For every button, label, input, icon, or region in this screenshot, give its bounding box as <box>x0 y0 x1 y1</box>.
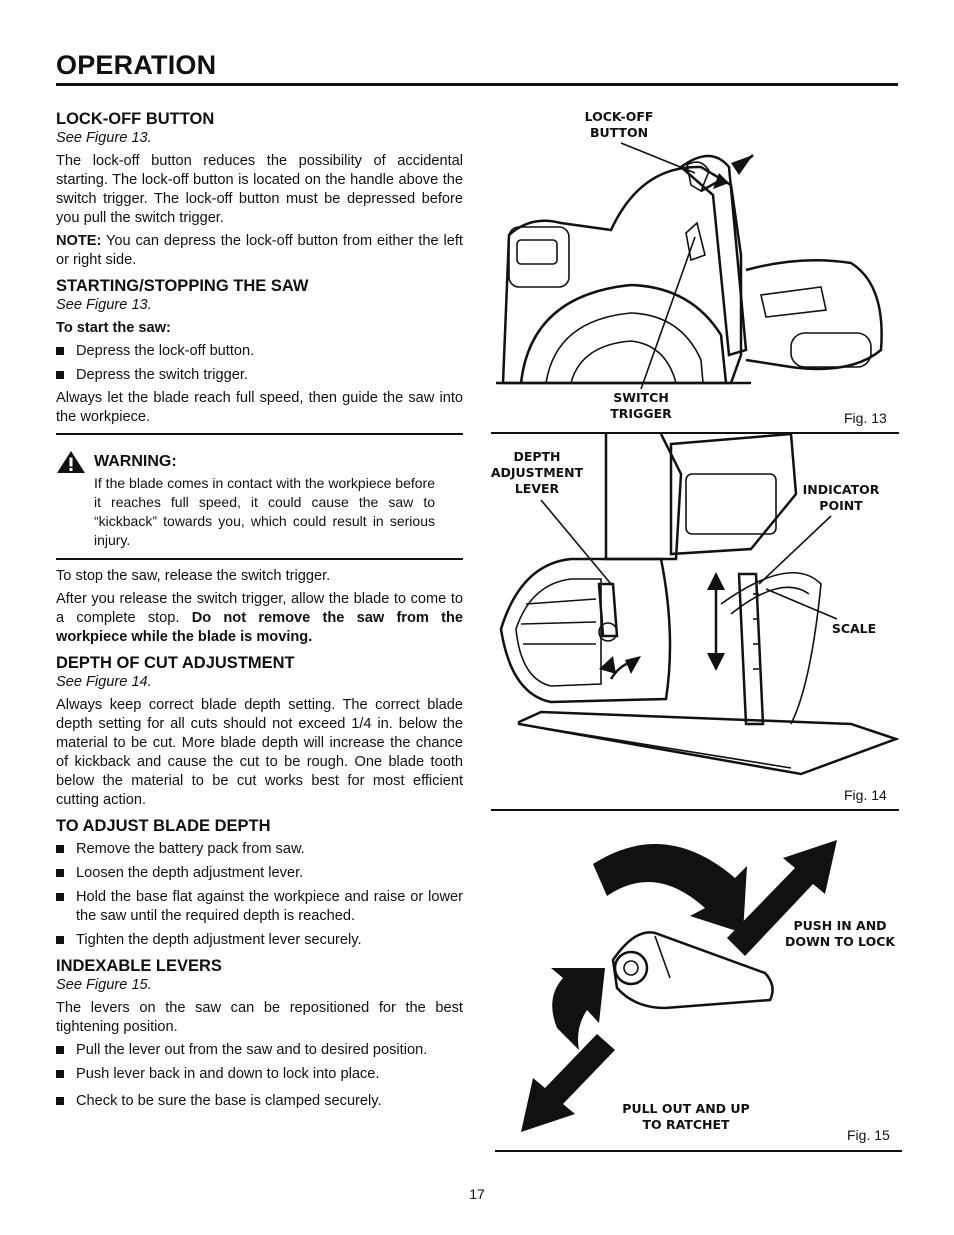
note-text: You can depress the lock-off button from… <box>56 233 463 268</box>
index-bullets: Pull the lever out from the saw and to d… <box>56 1041 463 1084</box>
list-item: Push lever back in and down to lock into… <box>56 1065 463 1084</box>
lockoff-see-figure: See Figure 13. <box>56 130 152 146</box>
list-item: Tighten the depth adjustment lever secur… <box>56 931 463 950</box>
warning-label: WARNING: <box>94 453 177 470</box>
figure-13: LOCK-OFF BUTTON SWITCH TRIGGER Fig. 13 <box>491 105 899 435</box>
warning-top-rule <box>56 433 463 435</box>
depth-body: Always keep correct blade depth setting.… <box>56 697 463 808</box>
startstop-body: Always let the blade reach full speed, t… <box>56 390 463 425</box>
fig14-caption: Fig. 14 <box>844 787 887 803</box>
warning-text: If the blade comes in contact with the w… <box>94 475 435 548</box>
startstop-see-figure: See Figure 13. <box>56 297 152 313</box>
lockoff-body: The lock-off button reduces the possibil… <box>56 153 463 226</box>
warning-triangle-icon <box>57 451 85 473</box>
start-bullets: Depress the lock-off button. Depress the… <box>56 342 463 385</box>
lockoff-button-label: LOCK-OFF BUTTON <box>584 109 654 140</box>
stop-bold-text: Do not remove the saw from the workpiece… <box>56 610 464 645</box>
stop-paragraph: After you release the switch trigger, al… <box>56 590 463 647</box>
list-item: Depress the lock-off button. <box>56 342 463 361</box>
list-item: Hold the base flat against the workpiece… <box>56 888 463 926</box>
index-see-figure: See Figure 15. <box>56 977 152 993</box>
figure-14: DEPTH ADJUSTMENT LEVER INDICATOR POINT S… <box>491 432 900 810</box>
index-body: The levers on the saw can be repositione… <box>56 1000 463 1035</box>
list-item: Check to be sure the base is clamped sec… <box>56 1092 463 1111</box>
index-last-bullet: Check to be sure the base is clamped sec… <box>56 1092 463 1111</box>
page-title: OPERATION <box>56 50 217 80</box>
list-item: Depress the switch trigger. <box>56 366 463 385</box>
warning-bottom-rule <box>56 558 463 560</box>
saw-top-illustration <box>496 142 883 390</box>
depth-adjustment-lever-label: DEPTH ADJUSTMENT LEVER <box>490 449 584 496</box>
title-divider <box>56 83 898 86</box>
fig13-caption: Fig. 13 <box>844 410 887 426</box>
adjust-heading: TO ADJUST BLADE DEPTH <box>56 817 271 835</box>
indicator-point-label: INDICATOR POINT <box>802 482 880 513</box>
left-column-bottom: To stop the saw, release the switch trig… <box>56 567 463 1111</box>
left-column-top: LOCK-OFF BUTTON See Figure 13. The lock-… <box>56 109 463 427</box>
stop-text: After you release the switch trigger, al… <box>56 591 463 626</box>
figure-15: PUSH IN AND DOWN TO LOCK PULL OUT AND UP… <box>495 818 903 1148</box>
push-in-label: PUSH IN AND DOWN TO LOCK <box>784 918 896 949</box>
list-item: Pull the lever out from the saw and to d… <box>56 1041 463 1060</box>
lockoff-heading: LOCK-OFF BUTTON <box>56 110 215 128</box>
note-label: NOTE: <box>56 233 102 249</box>
index-heading: INDEXABLE LEVERS <box>56 957 222 975</box>
lockoff-note: NOTE: You can depress the lock-off butto… <box>56 232 463 270</box>
fig14-bottom-rule <box>491 809 899 811</box>
list-item: Remove the battery pack from saw. <box>56 840 463 859</box>
startstop-heading: STARTING/STOPPING THE SAW <box>56 277 309 295</box>
depth-heading: DEPTH OF CUT ADJUSTMENT <box>56 654 295 672</box>
fig15-bottom-rule <box>495 1150 902 1152</box>
stop-line: To stop the saw, release the switch trig… <box>56 568 331 584</box>
indexable-lever-illustration <box>521 840 837 1132</box>
fig15-caption: Fig. 15 <box>847 1127 890 1143</box>
list-item: Loosen the depth adjustment lever. <box>56 864 463 883</box>
saw-side-illustration <box>499 432 900 776</box>
page-number: 17 <box>469 1186 485 1202</box>
adjust-bullets: Remove the battery pack from saw. Loosen… <box>56 840 463 950</box>
pull-out-label: PULL OUT AND UP TO RATCHET <box>622 1101 750 1132</box>
scale-label: SCALE <box>831 621 877 636</box>
switch-trigger-label: SWITCH TRIGGER <box>610 390 672 421</box>
fig13-bottom-rule <box>491 432 899 434</box>
depth-see-figure: See Figure 14. <box>56 674 152 690</box>
start-saw-label: To start the saw: <box>56 320 171 336</box>
